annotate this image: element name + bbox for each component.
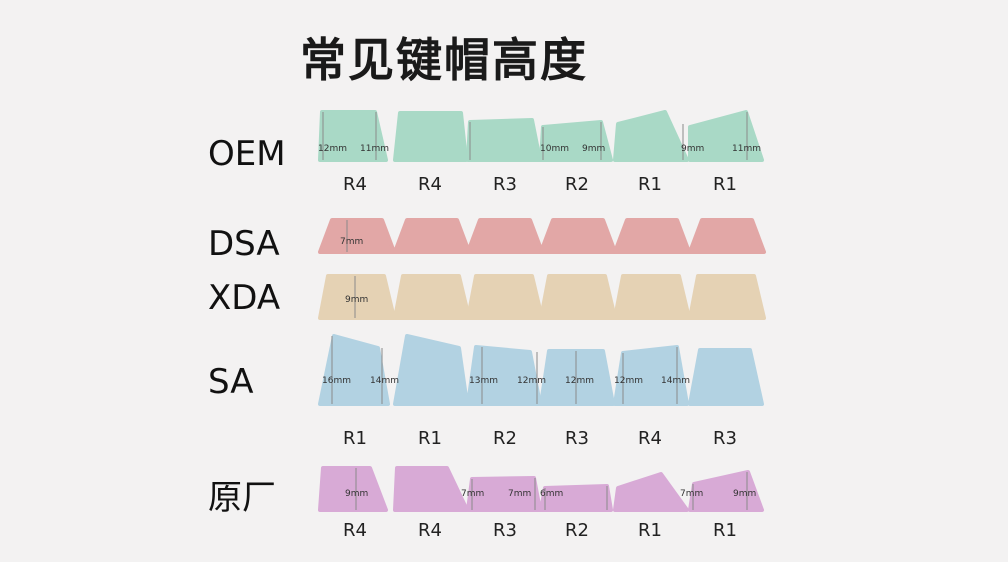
keycap-OEM-4 [539,120,613,162]
profile-label-factory: 原厂 [208,478,276,518]
row-label: R1 [418,428,442,449]
profile-label-sa: SA [208,362,254,402]
row-label: R1 [713,174,737,195]
keycap-OEM-6 [688,110,764,162]
height-measurement-label: 7mm [680,489,704,499]
row-label: R2 [565,520,589,541]
row-label: R1 [343,428,367,449]
keycap-SA-6 [688,348,764,406]
row-label: R3 [565,428,589,449]
height-measurement-label: 9mm [733,489,757,499]
row-label: R3 [493,520,517,541]
height-measurement-label: 7mm [340,237,364,247]
keycap-原厂-4 [539,484,613,512]
keycap-XDA-4 [539,274,617,320]
height-measurement-label: 9mm [345,489,369,499]
row-label: R1 [638,174,662,195]
row-label: R4 [418,174,442,195]
row-label: R4 [638,428,662,449]
height-measurement-label: 7mm [461,489,485,499]
row-label: R4 [343,520,367,541]
keycap-原厂-6 [688,470,764,512]
row-label: R2 [493,428,517,449]
keycap-SA-1 [318,334,390,406]
keycap-XDA-3 [466,274,544,320]
height-measurement-label: 12mm [318,144,347,154]
profile-label-oem: OEM [208,134,286,174]
height-measurement-label: 10mm [540,144,569,154]
height-measurement-label: 14mm [370,376,399,386]
row-label: R1 [638,520,662,541]
keycap-DSA-2 [393,218,471,254]
keycap-DSA-5 [613,218,691,254]
keycap-原厂-1 [318,466,388,512]
keycap-SA-5 [613,345,689,406]
height-measurement-label: 11mm [360,144,389,154]
keycap-XDA-6 [688,274,766,320]
height-measurement-label: 7mm [508,489,532,499]
height-measurement-label: 9mm [345,295,369,305]
row-label: R4 [418,520,442,541]
height-measurement-label: 16mm [322,376,351,386]
keycap-XDA-5 [613,274,691,320]
keycap-SA-2 [393,334,469,406]
keycap-OEM-2 [393,111,468,162]
height-measurement-label: 11mm [732,144,761,154]
height-measurement-label: 12mm [614,376,643,386]
row-label: R2 [565,174,589,195]
keycap-OEM-3 [466,118,542,162]
row-label: R3 [713,428,737,449]
row-label: R4 [343,174,367,195]
row-label: R3 [493,174,517,195]
height-measurement-label: 14mm [661,376,690,386]
keycap-原厂-5 [613,472,689,512]
height-measurement-label: 12mm [565,376,594,386]
keycap-OEM-1 [318,110,388,162]
height-measurement-label: 9mm [681,144,705,154]
profile-label-dsa: DSA [208,224,280,264]
keycap-原厂-2 [393,466,469,512]
keycap-XDA-2 [393,274,471,320]
keycap-DSA-6 [688,218,766,254]
keycap-OEM-5 [613,110,689,162]
row-label: R1 [713,520,737,541]
height-measurement-label: 9mm [582,144,606,154]
keycap-DSA-3 [466,218,544,254]
page-title: 常见键帽高度 [300,33,588,87]
keycap-DSA-4 [539,218,617,254]
height-measurement-label: 12mm [517,376,546,386]
height-measurement-label: 6mm [540,489,564,499]
profile-label-xda: XDA [208,278,281,318]
height-measurement-label: 13mm [469,376,498,386]
